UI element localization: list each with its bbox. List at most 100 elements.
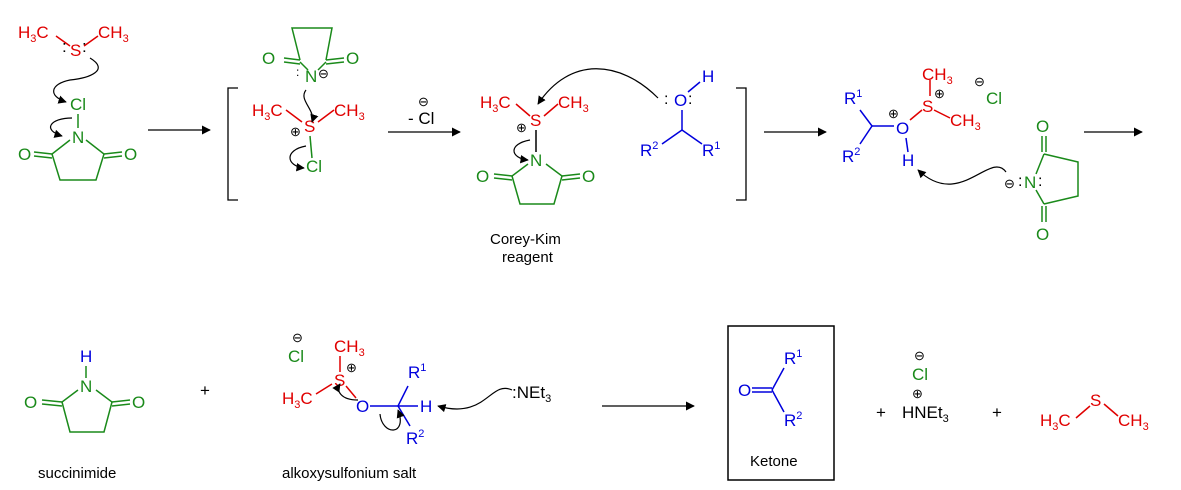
svg-text::: : [1038,173,1042,190]
triethylammonium-chloride: ⊖ Cl ⊕ HNEt3 [902,348,949,425]
ketone-product: O R1 R2 [738,348,802,430]
svg-text:R2: R2 [784,410,802,430]
svg-text:⊕: ⊕ [912,386,923,401]
dimethyl-sulfide-product: H3C S CH3 [1040,391,1149,433]
svg-text:N: N [530,151,542,170]
plus-sign-3: + [992,403,1002,422]
svg-text:⊕: ⊕ [516,120,527,135]
svg-text:O: O [24,393,37,412]
svg-text:S: S [530,111,541,130]
svg-text:CH3: CH3 [98,23,129,45]
svg-text:Cl: Cl [986,89,1002,108]
n-cl-cleavage-arrow [49,117,73,138]
svg-text:CH3: CH3 [1118,411,1149,433]
svg-text:⊖: ⊖ [292,330,303,345]
s-cl-cleavage-arrow [289,145,307,172]
plus-sign-1: + [200,381,210,400]
n-attack-arrow [303,89,319,123]
svg-text:H3C: H3C [1040,411,1071,433]
svg-text:O: O [262,49,275,68]
svg-text:O: O [124,145,137,164]
svg-text:CH3: CH3 [334,337,365,359]
svg-text:H3C: H3C [282,389,313,411]
minus-cl-label: - Cl [408,109,434,128]
ketone-box [727,325,835,481]
svg-text:H3C: H3C [18,23,49,45]
svg-text:O: O [582,167,595,186]
chloride-charge: ⊖ [418,94,429,109]
svg-text:H3C: H3C [480,93,511,115]
svg-text::: : [664,91,668,108]
svg-text:Cl: Cl [288,347,304,366]
succinimide-label: succinimide [38,465,116,482]
svg-text:⊖: ⊖ [914,348,925,363]
svg-text:R2: R2 [842,146,860,166]
plus-sign-2: + [876,403,886,422]
chlorosulfonium-intermediate: H3C S ⊕ CH3 Cl [252,101,365,176]
succinimide-anion-base: ⊖ : N : O O [1004,117,1079,244]
svg-text:HNEt3: HNEt3 [902,403,949,425]
svg-text:⊖: ⊖ [1004,176,1015,191]
svg-text:R1: R1 [844,88,862,108]
svg-text:O: O [132,393,145,412]
s-n-cleavage-arrow [513,139,531,164]
succinimide-anion-intermediate: O O N : ⊖ [262,27,359,86]
bracket-left [227,87,238,201]
svg-text:CH3: CH3 [950,111,981,133]
svg-text:R1: R1 [702,140,720,160]
svg-text:S: S [334,371,345,390]
svg-text:R2: R2 [406,428,424,448]
elimination-arrow-1 [379,409,405,431]
deprotonation-arrow [917,166,1007,185]
svg-text:H: H [902,151,914,170]
elimination-arrow-2 [332,383,359,401]
svg-text:O: O [476,167,489,186]
svg-text:O: O [346,49,359,68]
svg-text:S: S [70,41,81,60]
alkoxysulfonium-label: alkoxysulfonium salt [282,465,417,482]
svg-text:O: O [1036,117,1049,136]
triethylamine: :NEt3 [512,383,551,405]
alkoxysulfonium-salt: ⊖ Cl CH3 S ⊕ H3C O R1 R2 H [282,330,432,448]
svg-text:Cl: Cl [306,157,322,176]
svg-text::: : [296,65,299,79]
svg-text:N: N [1024,173,1036,192]
secondary-alcohol: : O : H R2 R1 [640,67,720,160]
svg-text:⊖: ⊖ [974,74,985,89]
svg-text:CH3: CH3 [558,93,589,115]
oxosulfonium-intermediate: R1 R2 O ⊕ H S ⊕ CH3 CH3 ⊖ Cl [842,65,1002,170]
svg-text:O: O [896,119,909,138]
svg-text:N: N [305,67,317,86]
svg-text:Cl: Cl [912,365,928,384]
dimethyl-sulfide-reactant: H3C S : : CH3 [18,23,129,60]
bracket-right [736,87,747,201]
svg-text:R1: R1 [408,362,426,382]
svg-text:S: S [304,117,315,136]
succinimide-product: H N O O [24,347,145,433]
svg-text:Cl: Cl [70,95,86,114]
ketone-label: Ketone [750,453,798,470]
svg-text:⊕: ⊕ [290,124,301,139]
svg-text:S: S [922,97,933,116]
svg-text:O: O [674,91,687,110]
svg-text::: : [688,91,692,108]
svg-text:⊕: ⊕ [346,360,357,375]
svg-text:R2: R2 [640,140,658,160]
svg-text:R1: R1 [784,348,802,368]
svg-text:O: O [356,397,369,416]
svg-text:⊕: ⊕ [888,106,899,121]
svg-text:H3C: H3C [252,101,283,123]
svg-text:⊕: ⊕ [934,86,945,101]
svg-text:CH3: CH3 [922,65,953,87]
svg-text::: : [62,37,67,56]
svg-text:H: H [702,67,714,86]
svg-text::: : [1018,173,1022,190]
alcohol-attack-arrow [537,68,659,105]
svg-text:S: S [1090,391,1101,410]
n-chlorosuccinimide: Cl N O O [18,95,137,181]
svg-text:O: O [738,381,751,400]
svg-text:O: O [18,145,31,164]
svg-text:N: N [80,377,92,396]
corey-kim-label-2: reagent [502,249,554,266]
